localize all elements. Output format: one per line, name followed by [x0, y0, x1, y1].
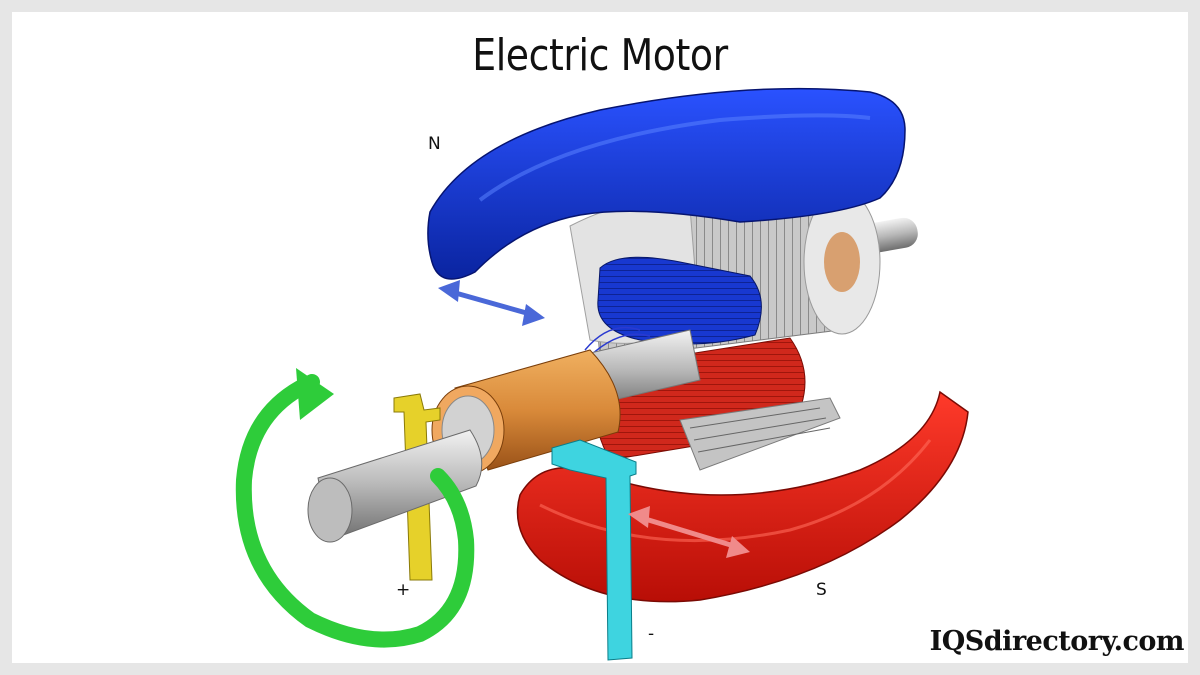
south-pole-label: S [816, 580, 827, 600]
rotation-arrow [235, 368, 475, 648]
diagram-title: Electric Motor [472, 30, 728, 81]
negative-brush [551, 439, 637, 661]
positive-terminal-label: + [396, 580, 411, 600]
north-field-coil [597, 256, 762, 345]
shaft-front [307, 429, 483, 543]
watermark: IQSdirectory.com [929, 626, 1185, 657]
negative-terminal-label: - [648, 624, 655, 644]
north-pole-label: N [428, 134, 441, 154]
south-force-arrow [628, 506, 750, 558]
north-magnet [427, 87, 906, 280]
north-force-arrow [438, 280, 545, 326]
